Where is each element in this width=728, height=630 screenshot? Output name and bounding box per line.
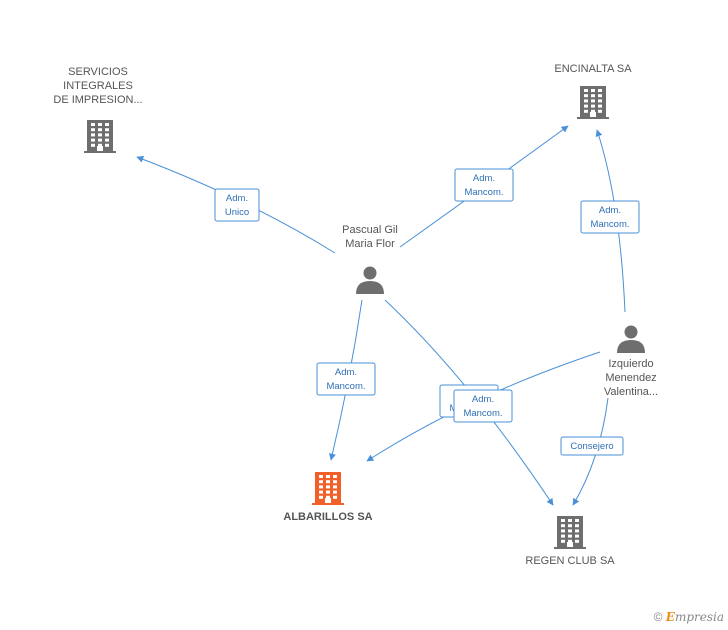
node-label: ALBARILLOS SA — [283, 511, 372, 523]
relation-badge[interactable]: Adm. Mancom. — [580, 200, 640, 234]
node-izquierdo[interactable]: IzquierdoMenendezValentina... — [604, 325, 658, 399]
relation-badge[interactable]: Adm. Mancom. — [453, 389, 513, 423]
badge-box — [580, 200, 640, 234]
badge-label: Mancom. — [590, 219, 629, 230]
building-icon — [84, 120, 116, 153]
relation-badge[interactable]: Consejero — [560, 436, 624, 456]
badge-box — [453, 389, 513, 423]
badge-label: Adm. — [472, 394, 494, 405]
badge-box — [454, 168, 514, 202]
copyright-symbol: © — [653, 610, 663, 624]
node-label: Maria Flor — [345, 238, 395, 250]
badge-label: Mancom. — [463, 408, 502, 419]
node-label: Izquierdo — [608, 358, 653, 370]
building-icon — [577, 86, 609, 119]
edge-izquierdo-to-regen — [572, 397, 609, 506]
badge-box — [560, 436, 624, 456]
relation-badge[interactable]: Adm. Mancom. — [316, 362, 376, 396]
badge-label: Adm. — [335, 367, 357, 378]
badge-label: Mancom. — [464, 187, 503, 198]
node-label: SERVICIOS — [68, 66, 128, 78]
brand-name: mpresia — [674, 610, 724, 624]
node-encinalta[interactable]: ENCINALTA SA — [554, 63, 632, 119]
badge-label: Unico — [225, 207, 249, 218]
footer: © Empresia — [654, 610, 724, 624]
node-label: ENCINALTA SA — [554, 63, 632, 75]
node-label: Menendez — [605, 372, 656, 384]
badge-label: Mancom. — [326, 381, 365, 392]
brand-initial: E — [665, 610, 675, 624]
node-label: INTEGRALES — [63, 80, 133, 92]
node-label: DE IMPRESION... — [53, 94, 142, 106]
relation-badge[interactable]: Adm. Mancom. — [454, 168, 514, 202]
badge-box — [214, 188, 260, 222]
person-icon — [356, 266, 384, 294]
badge-label: Adm. — [473, 173, 495, 184]
relation-badge[interactable]: Adm. Unico — [214, 188, 260, 222]
node-label: Valentina... — [604, 386, 658, 398]
node-regen[interactable]: REGEN CLUB SA — [525, 516, 615, 567]
badge-label: Consejero — [570, 441, 613, 452]
node-label: Pascual Gil — [342, 224, 398, 236]
building-icon — [312, 472, 344, 505]
person-icon — [617, 325, 645, 353]
node-servicios[interactable]: SERVICIOS INTEGRALES DE IMPRESION... — [53, 66, 143, 153]
node-albarillos[interactable]: ALBARILLOS SA — [283, 472, 373, 523]
building-icon — [554, 516, 586, 549]
badge-box — [316, 362, 376, 396]
badge-label: Adm. — [599, 205, 621, 216]
node-label: REGEN CLUB SA — [525, 555, 615, 567]
badge-label: Adm. — [226, 193, 248, 204]
